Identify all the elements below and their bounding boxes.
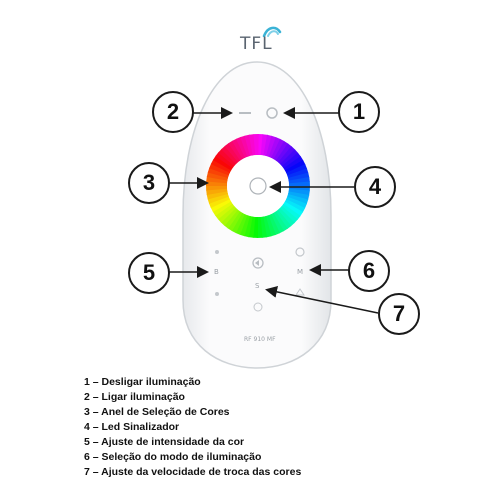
ring-segment [286,164,308,176]
ring-segment [283,156,304,171]
callout-6: 6 [348,250,390,292]
legend-item-4: 4 – Led Sinalizador [84,421,180,433]
legend-item-7: 7 – Ajuste da velocidade de troca das co… [84,466,302,478]
ring-segment [285,196,307,209]
left-brightness-controls [215,250,219,296]
ring-segment [220,207,239,226]
ring-segment [232,138,246,160]
callout-5: 5 [128,252,170,294]
legend-item-6: 6 – Seleção do modo de iluminação [84,451,262,463]
ring-segment [283,201,304,217]
ring-segment [273,140,289,161]
ring-segment [253,134,259,156]
ring-segment [207,167,230,178]
off-button [239,112,251,114]
arrow-7 [265,285,379,314]
ring-segment [235,213,248,235]
ring-segment [281,203,301,220]
ring-segment [286,194,309,205]
legend-item-3: 3 – Anel de Seleção de Cores [84,406,230,418]
ring-segment [206,176,228,184]
callout-3: 3 [128,162,170,204]
ring-segment [271,138,285,160]
remote-letter-m: M [297,268,304,276]
ring-segment [217,205,237,223]
ring-segment [209,163,231,176]
tfl-logo: TFL [240,24,300,60]
ring-segment [258,134,264,156]
ring-segment [279,205,298,224]
ring-segment [210,159,232,173]
ring-segment [284,199,306,213]
legend-item-5: 5 – Ajuste de intensidade da cor [84,436,245,448]
ring-segment [288,188,310,196]
callout-7: 7 [378,293,420,335]
logo-text: TFL [240,34,273,54]
ring-segment [252,216,258,238]
callout-4: 4 [354,166,396,208]
ring-segment [239,214,250,237]
ring-segment [243,215,253,238]
ring-segment [218,148,237,167]
ring-segment [273,211,288,232]
ring-segment [224,143,241,163]
ring-segment [257,216,263,238]
ring-segment [263,134,273,157]
ring-segment [212,201,233,216]
remote-letter-s: S [255,282,260,290]
ring-segment [215,152,235,169]
legend-item-1: 1 – Desligar iluminação [84,376,201,388]
ring-segment [231,212,245,234]
ring-segment [215,203,235,220]
ring-segment [224,209,241,229]
ring-segment [265,215,276,237]
ring-segment [270,212,284,234]
ring-segment [228,140,243,161]
ring-segment [277,146,296,165]
ring-segment [236,136,248,158]
ring-segment [266,135,277,158]
ring-segment [287,168,309,179]
ring-segment [279,149,299,167]
ring-segment [206,185,228,191]
ring-segment [268,214,280,236]
color-ring [206,134,310,238]
ring-segment [288,181,310,187]
ring-segment [208,196,230,208]
led-indicator [249,177,267,195]
ring-segment [210,198,232,212]
ring-segment [262,215,272,238]
speed-controls [252,257,264,312]
mode-controls [295,247,305,296]
ring-segment [206,180,228,186]
ring-segment [281,152,301,169]
legend-list: 1 – Desligar iluminação 2 – Ligar ilumin… [84,375,301,480]
ring-segment [207,193,229,204]
ring-segment [244,134,254,157]
ring-segment [248,216,256,238]
ring-segment [287,191,310,201]
remote-letter-b: B [214,268,219,276]
ring-segment [212,155,233,171]
ring-segment [221,145,239,165]
ring-segment [284,160,306,174]
callout-2: 2 [152,91,194,133]
ring-segment [277,207,295,227]
ring-segment [260,134,268,156]
on-button [266,107,278,119]
ring-segment [275,209,292,229]
ring-segment [287,172,310,182]
ring-segment [206,190,229,200]
ring-segment [206,171,229,181]
legend-item-2: 2 – Ligar iluminação [84,391,185,403]
ring-segment [227,211,243,232]
ring-segment [240,135,251,157]
ring-segment [275,143,292,163]
logo-swirl-icon [262,26,282,38]
ring-segment [268,137,281,159]
remote-model-text: RF 910 MF [244,336,276,343]
callout-1: 1 [338,91,380,133]
